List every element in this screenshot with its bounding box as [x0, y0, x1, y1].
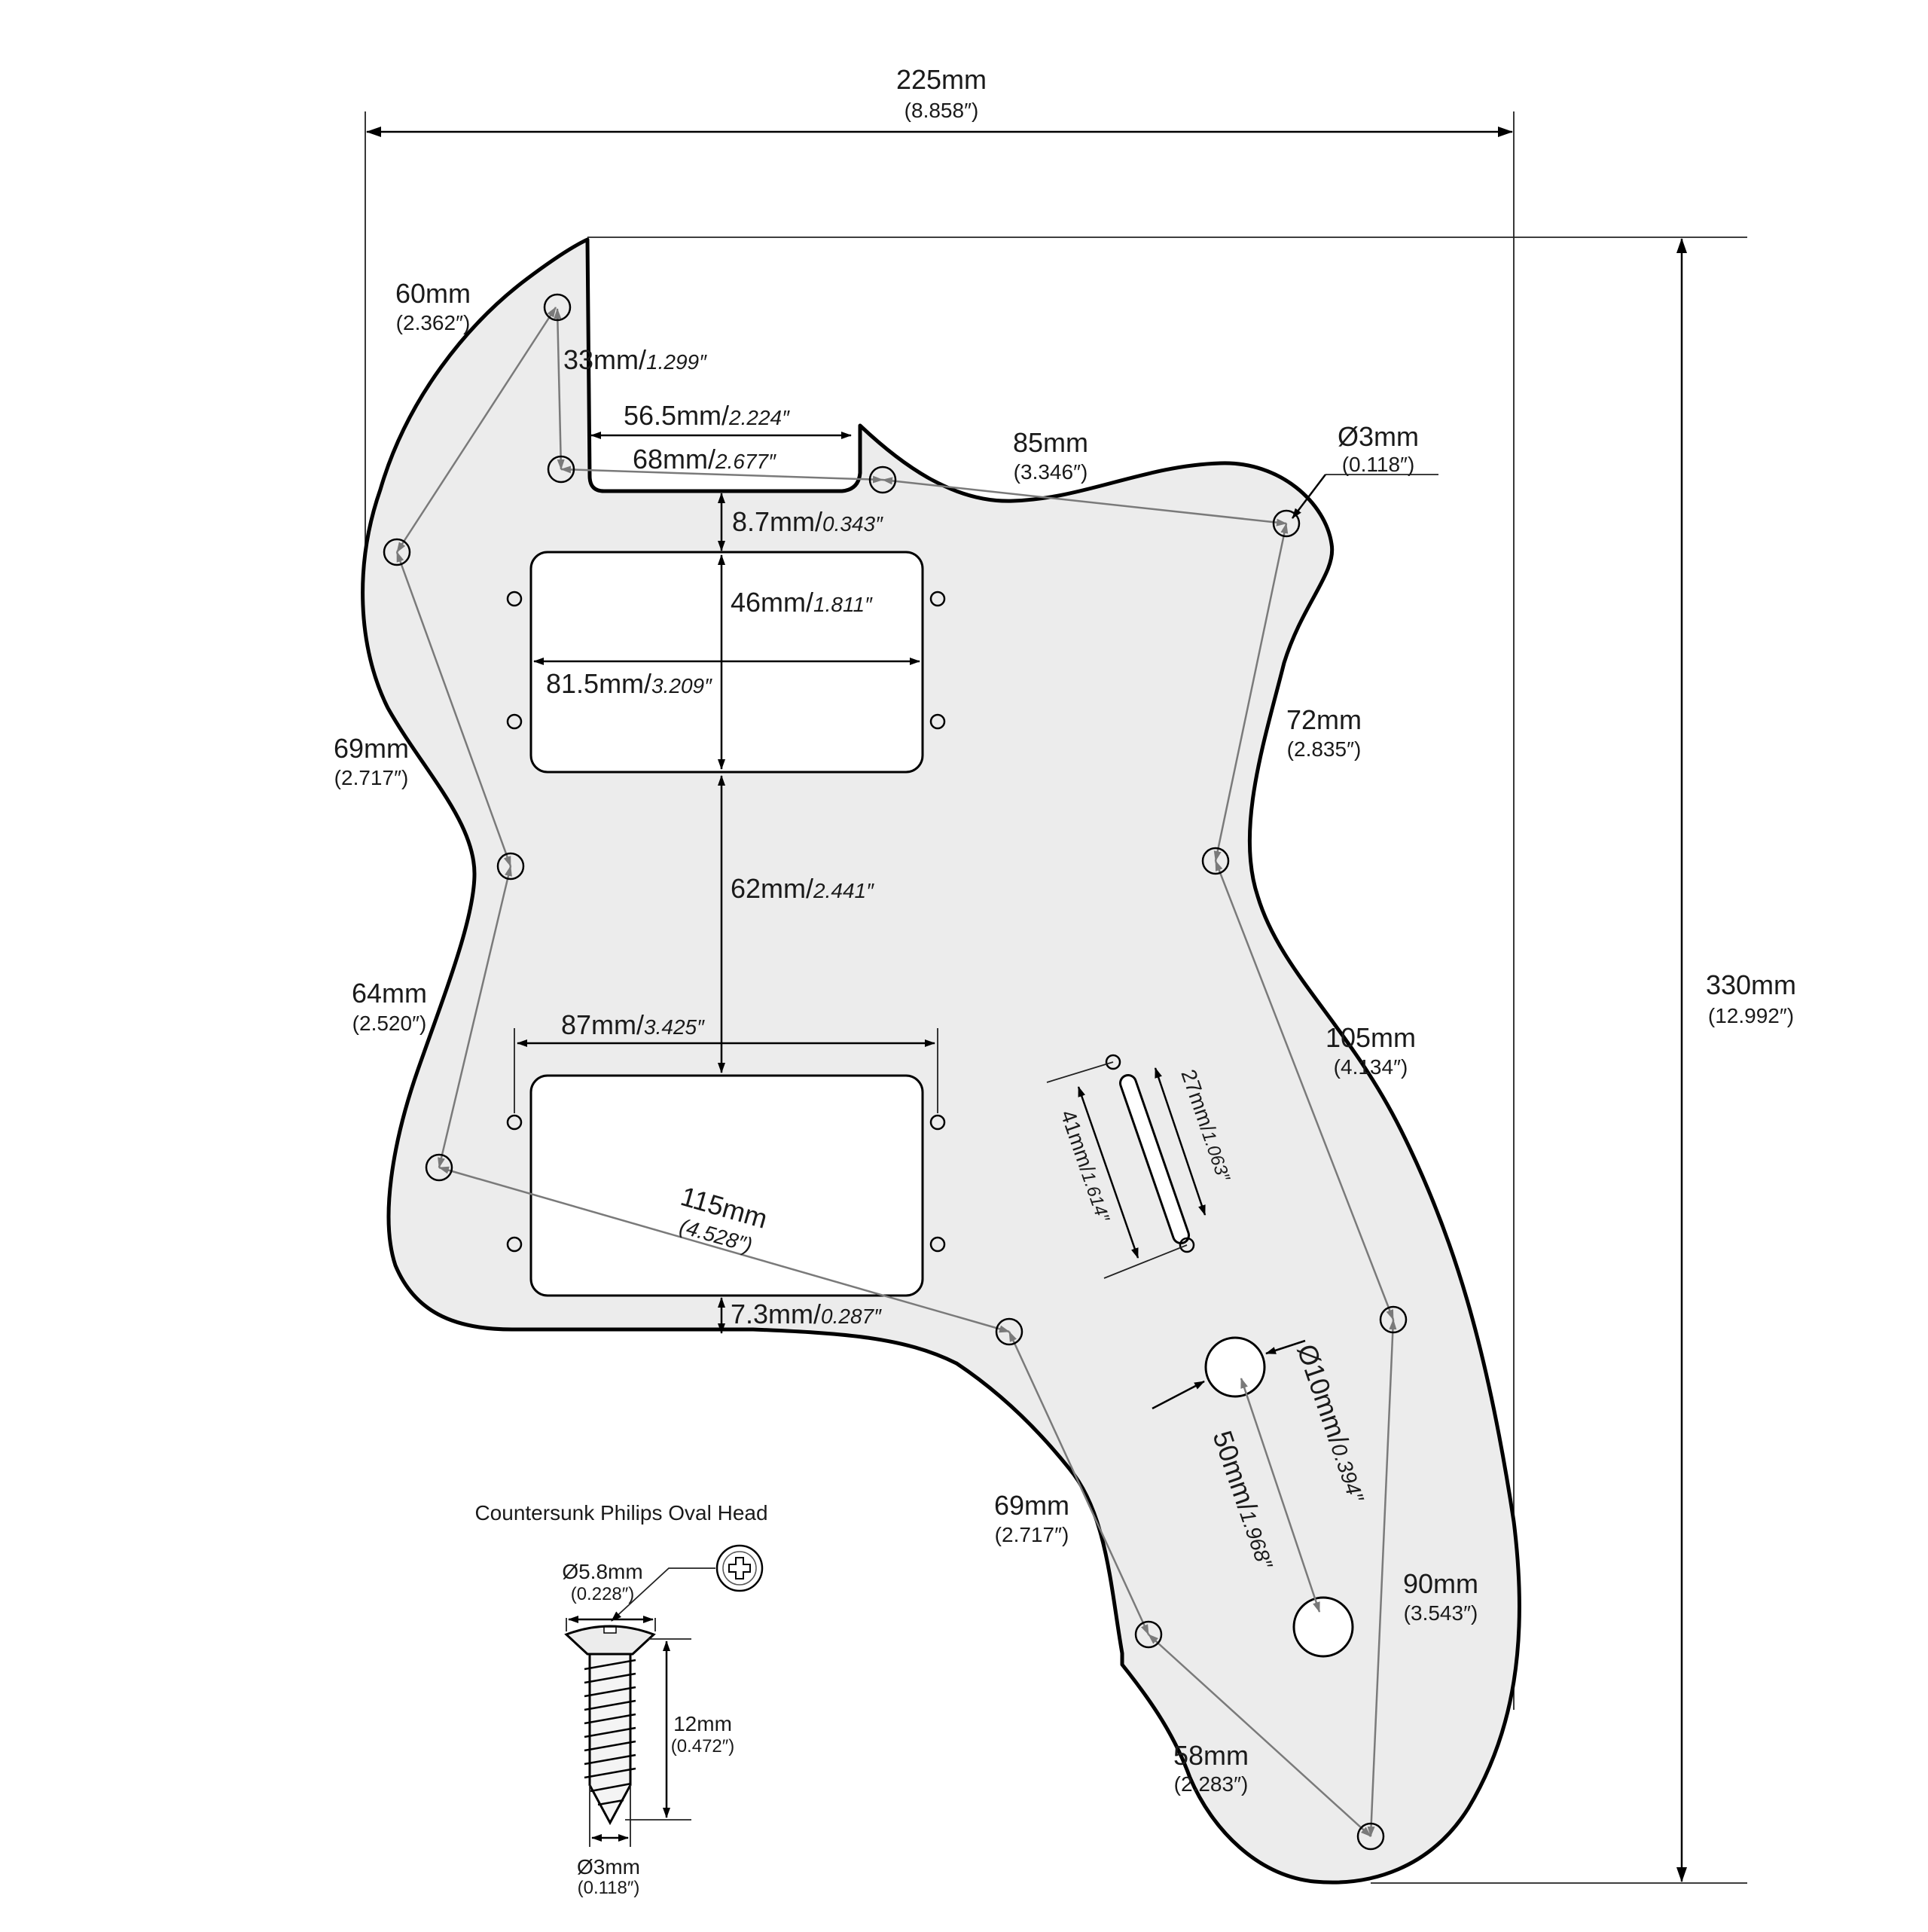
hole-spec-leader: [1292, 474, 1326, 519]
phillips-head-icon: [715, 1544, 764, 1592]
control-hole-lower: [1292, 1596, 1354, 1658]
screw-head: [564, 1625, 656, 1656]
screw-title: Countersunk Philips Oval Head: [474, 1501, 767, 1525]
bridge-gap-inch: 0.287″: [821, 1305, 882, 1328]
d56-label: 56.5mm/2.224″: [624, 400, 790, 431]
control-diameter-arrow-left: [1152, 1380, 1205, 1410]
bridge-width-mm: 87mm/: [561, 1009, 644, 1040]
screw-length-mm: 12mm: [673, 1712, 732, 1735]
d60-inch: (2.362″): [396, 311, 471, 334]
overall-height-inch: (12.992″): [1708, 1004, 1794, 1027]
d33-mm: 33mm/: [563, 344, 646, 375]
screw-head-inch: (0.228″): [571, 1584, 635, 1604]
d68-label: 68mm/2.677″: [633, 444, 776, 475]
neck-width-label: 81.5mm/3.209″: [546, 668, 712, 699]
d33-label: 33mm/1.299″: [563, 344, 707, 375]
neck-width-inch: 3.209″: [651, 674, 712, 697]
hole-spec-mm: Ø3mm: [1338, 421, 1419, 452]
d105-mm: 105mm: [1326, 1022, 1416, 1053]
bridge-gap-mm: 7.3mm/: [731, 1299, 821, 1329]
d105-inch: (4.134″): [1334, 1055, 1408, 1079]
switch-ext-top: [1046, 1061, 1114, 1083]
screw-shank: [588, 1653, 632, 1826]
neck-gap-mm: 8.7mm/: [732, 506, 822, 537]
switch-ext-bottom: [1103, 1244, 1188, 1279]
neck-height-label: 46mm/1.811″: [731, 587, 873, 618]
d60-mm: 60mm: [395, 278, 471, 309]
switch-outer-dimension: [1077, 1086, 1139, 1259]
perimeter-guides: [395, 307, 1397, 1837]
screw-shank-inch: (0.118″): [578, 1878, 640, 1898]
bridge-pickup-cutout: [529, 1074, 924, 1297]
control-hole-upper: [1204, 1336, 1266, 1398]
overall-width-inch: (8.858″): [905, 99, 979, 122]
screw-threads: [584, 1659, 636, 1806]
d58-mm: 58mm: [1173, 1740, 1249, 1771]
spacing-inch: 2.441″: [813, 879, 874, 902]
overall-width-mm: 225mm: [896, 64, 987, 95]
d72-mm: 72mm: [1286, 704, 1362, 735]
screw-length-inch: (0.472″): [671, 1736, 735, 1757]
d72-inch: (2.835″): [1287, 737, 1362, 761]
switch-slot-dimension: [1154, 1067, 1207, 1216]
spacing-label: 62mm/2.441″: [731, 873, 874, 904]
neck-gap-label: 8.7mm/0.343″: [732, 506, 883, 537]
neck-width-mm: 81.5mm/: [546, 668, 651, 699]
d85-inch: (3.346″): [1014, 460, 1088, 484]
bridge-gap-label: 7.3mm/0.287″: [731, 1299, 882, 1329]
spacing-mm: 62mm/: [731, 873, 813, 904]
d69-left-mm: 69mm: [334, 733, 409, 764]
control-diameter-arrow-right: [1265, 1339, 1306, 1355]
screw-head-mm: Ø5.8mm: [562, 1560, 642, 1583]
d85-mm: 85mm: [1013, 427, 1088, 458]
d69-lower-mm: 69mm: [994, 1490, 1069, 1521]
d56-mm: 56.5mm/: [624, 400, 729, 431]
bridge-width-inch: 3.425″: [644, 1015, 705, 1039]
d90-mm: 90mm: [1403, 1568, 1478, 1599]
screw-shank-mm: Ø3mm: [577, 1855, 640, 1879]
bridge-width-label: 87mm/3.425″: [561, 1009, 705, 1040]
d90-inch: (3.543″): [1404, 1601, 1478, 1625]
d68-inch: 2.677″: [715, 450, 776, 473]
d33-inch: 1.299″: [646, 350, 707, 374]
d58-inch: (2.283″): [1174, 1772, 1249, 1796]
screw-recess: [603, 1626, 617, 1634]
d69-lower-inch: (2.717″): [995, 1523, 1069, 1546]
screw-detail: Countersunk Philips Oval Head Ø5.8mm (0.…: [474, 1501, 767, 1898]
screw-head-leader: [611, 1567, 715, 1622]
d56-inch: 2.224″: [728, 406, 790, 429]
d69-left-inch: (2.717″): [334, 766, 409, 789]
screw-holes: [383, 293, 1408, 1851]
neck-gap-inch: 0.343″: [822, 512, 883, 536]
d64-inch: (2.520″): [352, 1012, 427, 1035]
neck-height-inch: 1.811″: [813, 593, 873, 616]
d68-mm: 68mm/: [633, 444, 715, 475]
overall-height-mm: 330mm: [1706, 969, 1796, 1000]
neck-height-mm: 46mm/: [731, 587, 813, 618]
hole-spec-inch: (0.118″): [1342, 453, 1415, 476]
d64-mm: 64mm: [352, 978, 427, 1009]
